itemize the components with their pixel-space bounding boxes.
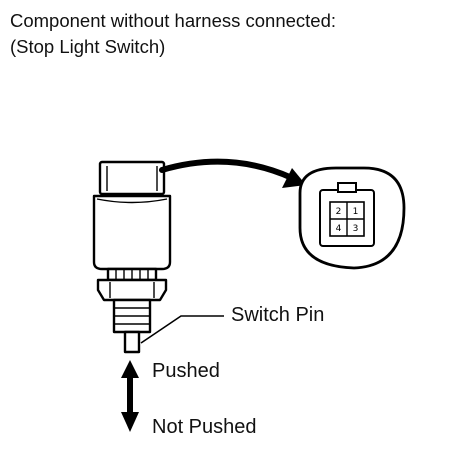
switch-pin-leader-line bbox=[140, 315, 224, 344]
connector-pin-label: 4 bbox=[336, 224, 342, 234]
connector-face bbox=[298, 166, 406, 270]
connector-pin-label: 3 bbox=[353, 224, 359, 234]
pushed-label: Pushed bbox=[152, 360, 220, 382]
connector-pin-label: 1 bbox=[353, 207, 359, 217]
connector-pin-label: 2 bbox=[336, 207, 342, 217]
not-pushed-label: Not Pushed bbox=[152, 416, 257, 438]
switch-lock-nut bbox=[96, 278, 168, 302]
diagram-title: Component without harness connected: (St… bbox=[10, 8, 336, 60]
switch-cylinder bbox=[92, 194, 172, 271]
pushed-direction-arrow bbox=[121, 360, 139, 432]
title-line-1: Component without harness connected: bbox=[10, 10, 337, 31]
connector-view-arrow bbox=[159, 158, 306, 188]
switch-pin bbox=[123, 330, 141, 354]
switch-connector-head bbox=[98, 160, 166, 196]
switch-pin-label: Switch Pin bbox=[231, 304, 325, 326]
switch-body bbox=[92, 160, 172, 354]
title-line-2: (Stop Light Switch) bbox=[10, 36, 166, 57]
connector-lock-tab bbox=[337, 182, 357, 193]
